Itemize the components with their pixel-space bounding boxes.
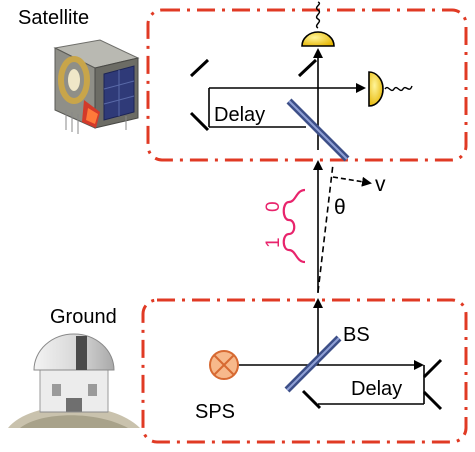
free-space-link: v θ: [313, 160, 386, 293]
delay-top-label: Delay: [214, 104, 265, 126]
observatory-dome-icon: [8, 333, 140, 428]
sps-label: SPS: [195, 401, 235, 423]
bs-label: BS: [343, 324, 370, 346]
single-photon-source-icon: [209, 350, 239, 380]
mirror-bottom-right-1: [422, 358, 443, 379]
mirror-top-left-1: [189, 58, 210, 78]
ground-box: [141, 298, 468, 444]
satellite-label: Satellite: [18, 7, 89, 29]
pointing-ahead-beam: [317, 163, 334, 293]
top-detector-icon: [301, 1, 335, 47]
pulse-waveform: [282, 188, 306, 264]
delay-bottom-label: Delay: [351, 378, 402, 400]
pulse-label-one: 1: [263, 237, 284, 248]
delay-loop-top: Delay: [189, 58, 318, 132]
velocity-arrow: [332, 176, 372, 187]
mirror-top-right: [297, 58, 318, 78]
theta-label: θ: [334, 196, 346, 219]
right-detector-icon: [368, 71, 413, 107]
mirror-bottom-right-2: [422, 390, 443, 411]
satellite-box: [146, 8, 468, 162]
velocity-label: v: [375, 173, 386, 196]
photon-pulse: 0 1: [263, 188, 306, 264]
satellite-spacecraft-icon: [53, 39, 140, 134]
pulse-label-zero: 0: [263, 201, 284, 212]
ground-label: Ground: [50, 306, 117, 328]
ground-section: Ground Delay: [8, 298, 468, 444]
satellite-section: Satellite: [18, 1, 468, 162]
mirror-bottom-left: [301, 389, 322, 410]
mirror-top-left-2: [189, 111, 210, 132]
delay-loop-bottom: Delay: [301, 358, 443, 411]
